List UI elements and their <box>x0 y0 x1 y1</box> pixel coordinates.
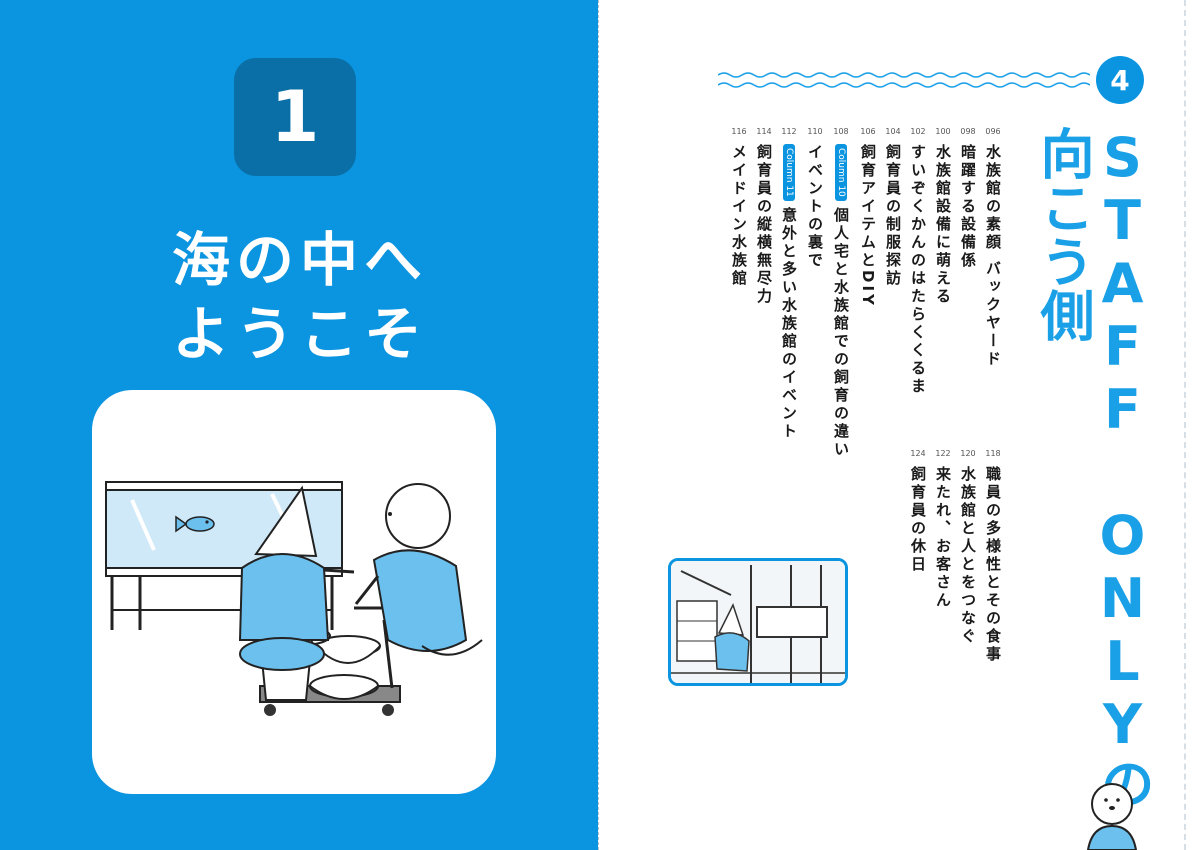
toc-page-number: 104 <box>885 127 901 136</box>
keepers-feeding-illustration <box>105 481 483 716</box>
toc-page-number: 108 <box>833 127 849 136</box>
book-spine <box>598 0 603 850</box>
toc-page-number: 120 <box>960 449 976 458</box>
toc-title: 職員の多様性とその食事 <box>984 466 1002 664</box>
toc-entry[interactable]: 114 飼育員の縦横無尽力 <box>751 126 777 306</box>
toc-title: 飼育員の制服探訪 <box>884 144 902 288</box>
part-number-badge: 4 <box>1096 56 1144 104</box>
toc-page-number: 124 <box>910 449 926 458</box>
wave-line-icon <box>718 72 1090 88</box>
page-edge <box>1184 0 1200 850</box>
toc-page-number: 114 <box>756 127 772 136</box>
toc-page-number: 106 <box>860 127 876 136</box>
toc-page-number: 116 <box>731 127 747 136</box>
toc-title: 水族館設備に萌える <box>934 144 952 306</box>
chapter-illustration-card <box>92 390 496 794</box>
toc-entry[interactable]: 124 飼育員の休日 <box>905 448 931 574</box>
toc-title: 飼育員の縦横無尽力 <box>755 144 773 306</box>
backyard-illustration-card <box>668 558 848 686</box>
mascot-icon <box>1086 783 1138 850</box>
toc-title-text: 個人宅と水族館での飼育の違い <box>832 206 850 459</box>
toc-entry[interactable]: 112 Column 11 意外と多い水族館のイベント <box>776 126 802 441</box>
toc-entry[interactable]: 100 水族館設備に萌える <box>930 126 956 306</box>
toc-entry[interactable]: 122 来たれ、お客さん <box>930 448 956 610</box>
toc-title: すいぞくかんのはたらくくるま <box>909 144 927 396</box>
toc-title: 水族館の素顔 バックヤード <box>984 144 1002 369</box>
toc-page-number: 110 <box>807 127 823 136</box>
toc-entry[interactable]: 106 飼育アイテムとDIY <box>855 126 881 308</box>
toc-page-number: 102 <box>910 127 926 136</box>
toc-title: 暗躍する設備係 <box>959 144 977 270</box>
toc-page-number: 118 <box>985 449 1001 458</box>
toc-entry[interactable]: 108 Column 10 個人宅と水族館での飼育の違い <box>828 126 854 459</box>
part-title-column1: STAFF ONLYの <box>1091 126 1154 810</box>
toc-title: 水族館と人とをつなぐ <box>959 466 977 646</box>
toc-page-number: 100 <box>935 127 951 136</box>
chapter-page: 1 海の中へ ようこそ <box>0 0 600 850</box>
toc-title: イベントの裏で <box>806 144 824 270</box>
toc-entry[interactable]: 116 メイドイン水族館 <box>726 126 752 288</box>
toc-title: 来たれ、お客さん <box>934 466 952 610</box>
column-tag: Column 11 <box>783 144 795 201</box>
toc-entry[interactable]: 102 すいぞくかんのはたらくくるま <box>905 126 931 396</box>
toc-title: 飼育員の休日 <box>909 466 927 574</box>
toc-entry[interactable]: 096 水族館の素顔 バックヤード <box>980 126 1006 368</box>
column-tag: Column 10 <box>835 144 847 201</box>
backyard-illustration <box>671 561 845 683</box>
toc-page-number: 122 <box>935 449 951 458</box>
toc-page-number: 098 <box>960 127 976 136</box>
part-contents-page: 4 STAFF ONLYの 向こう側 096 水族館の素顔 バックヤード 098… <box>602 0 1200 850</box>
toc-title-text: 意外と多い水族館のイベント <box>780 206 798 441</box>
toc-title: 飼育アイテムとDIY <box>859 144 877 308</box>
chapter-number-badge: 1 <box>234 58 356 176</box>
part-title-column2: 向こう側 <box>1031 126 1094 342</box>
chapter-title-line1: 海の中へ <box>171 226 428 294</box>
toc-title: Column 11 意外と多い水族館のイベント <box>779 144 800 441</box>
toc-entry[interactable]: 104 飼育員の制服探訪 <box>880 126 906 288</box>
toc-page-number: 096 <box>985 127 1001 136</box>
chapter-title-line2: ようこそ <box>171 300 428 368</box>
toc-page-number: 112 <box>781 127 797 136</box>
toc-entry[interactable]: 110 イベントの裏で <box>802 126 828 270</box>
toc-title: メイドイン水族館 <box>730 144 748 288</box>
toc-entry[interactable]: 120 水族館と人とをつなぐ <box>955 448 981 646</box>
toc-title: Column 10 個人宅と水族館での飼育の違い <box>831 144 852 459</box>
toc-entry[interactable]: 118 職員の多様性とその食事 <box>980 448 1006 664</box>
toc-entry[interactable]: 098 暗躍する設備係 <box>955 126 981 270</box>
